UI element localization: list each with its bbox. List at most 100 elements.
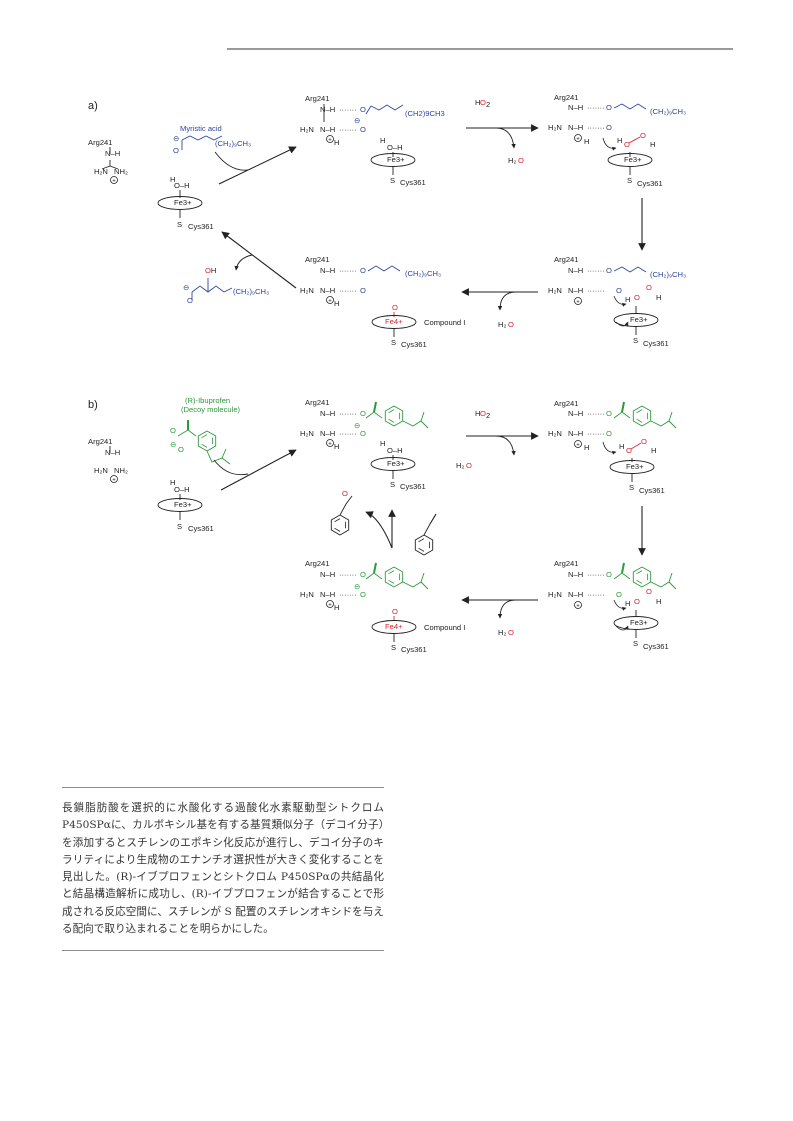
svg-text:Fe3+: Fe3+ bbox=[174, 198, 192, 207]
svg-text:O: O bbox=[606, 570, 612, 579]
svg-text:(Decoy molecule): (Decoy molecule) bbox=[181, 405, 241, 414]
svg-text:O: O bbox=[360, 429, 366, 438]
svg-text:·······: ······· bbox=[587, 570, 605, 579]
svg-text:+: + bbox=[576, 603, 580, 609]
svg-text:O: O bbox=[508, 320, 514, 329]
panel-a-arrow-return bbox=[221, 231, 297, 289]
svg-text:N–H: N–H bbox=[568, 266, 583, 275]
svg-text:H: H bbox=[334, 138, 339, 147]
svg-text:H₂N: H₂N bbox=[94, 167, 108, 176]
svg-text:+: + bbox=[576, 136, 580, 142]
svg-text:H₂N: H₂N bbox=[300, 590, 314, 599]
svg-text:N–H: N–H bbox=[568, 590, 583, 599]
svg-text:O: O bbox=[480, 98, 486, 107]
panel-a-resting-state: Arg241 N–H H₂N NH₂ + H O–H Fe3+ S Cys361 bbox=[88, 138, 214, 231]
panel-a-label: a) bbox=[88, 100, 98, 112]
svg-text:Cys361: Cys361 bbox=[400, 178, 426, 187]
svg-text:H₂: H₂ bbox=[498, 320, 506, 329]
svg-text:O: O bbox=[170, 426, 176, 435]
svg-text:H₂N: H₂N bbox=[548, 123, 562, 132]
svg-text:Fe3+: Fe3+ bbox=[174, 500, 192, 509]
svg-text:H: H bbox=[584, 443, 589, 452]
svg-text:(CH₂)₉CH₃: (CH₂)₉CH₃ bbox=[650, 107, 686, 116]
reaction-scheme-figure: + a) b) Arg241 N–H H₂N NH₂ + H O–H bbox=[88, 93, 686, 654]
svg-text:·······: ······· bbox=[587, 123, 605, 132]
panel-a-myristic-acid: Myristic acid O ⊖ (CH₂)₉CH₃ bbox=[173, 124, 251, 155]
svg-text:H: H bbox=[334, 442, 339, 451]
svg-text:H: H bbox=[170, 175, 175, 184]
svg-text:·······: ······· bbox=[339, 286, 357, 295]
svg-text:O: O bbox=[360, 286, 366, 295]
svg-text:H₂: H₂ bbox=[456, 461, 464, 470]
svg-text:⊖: ⊖ bbox=[354, 582, 360, 591]
svg-text:O: O bbox=[392, 607, 398, 616]
svg-text:(CH₂)₉CH₃: (CH₂)₉CH₃ bbox=[215, 139, 251, 148]
svg-text:H: H bbox=[625, 295, 630, 304]
svg-text:·······: ······· bbox=[339, 266, 357, 275]
svg-text:O: O bbox=[606, 123, 612, 132]
svg-text:H: H bbox=[334, 299, 339, 308]
svg-text:O: O bbox=[392, 303, 398, 312]
svg-text:Arg241: Arg241 bbox=[554, 559, 579, 568]
svg-text:Fe3+: Fe3+ bbox=[387, 459, 405, 468]
svg-text:O: O bbox=[360, 266, 366, 275]
svg-text:H: H bbox=[619, 442, 624, 451]
svg-text:N–H: N–H bbox=[320, 570, 335, 579]
svg-text:O: O bbox=[360, 409, 366, 418]
svg-text:O: O bbox=[173, 146, 179, 155]
svg-text:O–H: O–H bbox=[387, 143, 403, 152]
svg-text:Cys361: Cys361 bbox=[643, 642, 669, 651]
svg-text:H: H bbox=[170, 478, 175, 487]
svg-text:N–H: N–H bbox=[320, 266, 335, 275]
panel-b-label: b) bbox=[88, 399, 98, 411]
svg-text:O: O bbox=[634, 293, 640, 302]
svg-text:Compound I: Compound I bbox=[424, 623, 465, 632]
japanese-abstract: 長鎖脂肪酸を選択的に水酸化する過酸化水素駆動型シトクロム P450SPαに、カル… bbox=[62, 787, 384, 952]
svg-text:O: O bbox=[624, 140, 630, 149]
svg-text:O: O bbox=[480, 409, 486, 418]
svg-text:O–H: O–H bbox=[387, 446, 403, 455]
svg-text:H: H bbox=[584, 137, 589, 146]
svg-text:·······: ······· bbox=[587, 266, 605, 275]
panel-a-heterolysis: Arg241 N–H······· H₂N N–H······· + O O (… bbox=[548, 255, 686, 348]
svg-text:Compound I: Compound I bbox=[424, 318, 465, 327]
svg-text:O: O bbox=[606, 409, 612, 418]
svg-text:⊖: ⊖ bbox=[354, 421, 360, 430]
svg-text:H: H bbox=[617, 136, 622, 145]
svg-text:N–H: N–H bbox=[320, 125, 335, 134]
svg-text:OH: OH bbox=[205, 266, 216, 275]
svg-text:⊖: ⊖ bbox=[170, 440, 176, 449]
panel-a-hydroxy-product: OH ⊖ O (CH₂)₉CH₃ bbox=[183, 266, 269, 305]
svg-text:+: + bbox=[328, 441, 332, 447]
svg-text:S: S bbox=[633, 336, 638, 345]
svg-text:Fe3+: Fe3+ bbox=[630, 315, 648, 324]
svg-text:·······: ······· bbox=[587, 409, 605, 418]
svg-text:O: O bbox=[360, 570, 366, 579]
svg-text:O: O bbox=[360, 105, 366, 114]
svg-text:O–H: O–H bbox=[174, 181, 190, 190]
panel-b-compound-i: Arg241 N–H······· H₂N N–H······· + H O O… bbox=[300, 559, 465, 654]
svg-text:+: + bbox=[328, 602, 332, 608]
panel-a-peroxo-complex: Arg241 N–H······· H₂N N–H······· + H O O… bbox=[548, 93, 686, 188]
svg-text:·······: ······· bbox=[339, 409, 357, 418]
svg-text:O: O bbox=[360, 125, 366, 134]
svg-text:O: O bbox=[606, 429, 612, 438]
svg-text:⊖: ⊖ bbox=[354, 116, 360, 125]
svg-text:Arg241: Arg241 bbox=[554, 255, 579, 264]
svg-text:H₂N: H₂N bbox=[94, 466, 108, 475]
svg-text:NH₂: NH₂ bbox=[114, 167, 128, 176]
svg-text:H: H bbox=[651, 446, 656, 455]
svg-text:Cys361: Cys361 bbox=[637, 179, 663, 188]
svg-text:·······: ······· bbox=[587, 286, 605, 295]
svg-text:O: O bbox=[342, 489, 348, 498]
svg-text:S: S bbox=[177, 522, 182, 531]
svg-text:Fe4+: Fe4+ bbox=[385, 622, 403, 631]
svg-text:N–H: N–H bbox=[105, 149, 120, 158]
svg-text:O: O bbox=[616, 590, 622, 599]
svg-text:O: O bbox=[641, 437, 647, 446]
svg-text:·······: ······· bbox=[339, 570, 357, 579]
panel-b-resting-state: Arg241 N–H H₂N NH₂ + H O–H Fe3+ S Cys361 bbox=[88, 437, 214, 533]
svg-text:O: O bbox=[360, 590, 366, 599]
abstract-text: 長鎖脂肪酸を選択的に水酸化する過酸化水素駆動型シトクロム P450SPαに、カル… bbox=[62, 802, 384, 936]
